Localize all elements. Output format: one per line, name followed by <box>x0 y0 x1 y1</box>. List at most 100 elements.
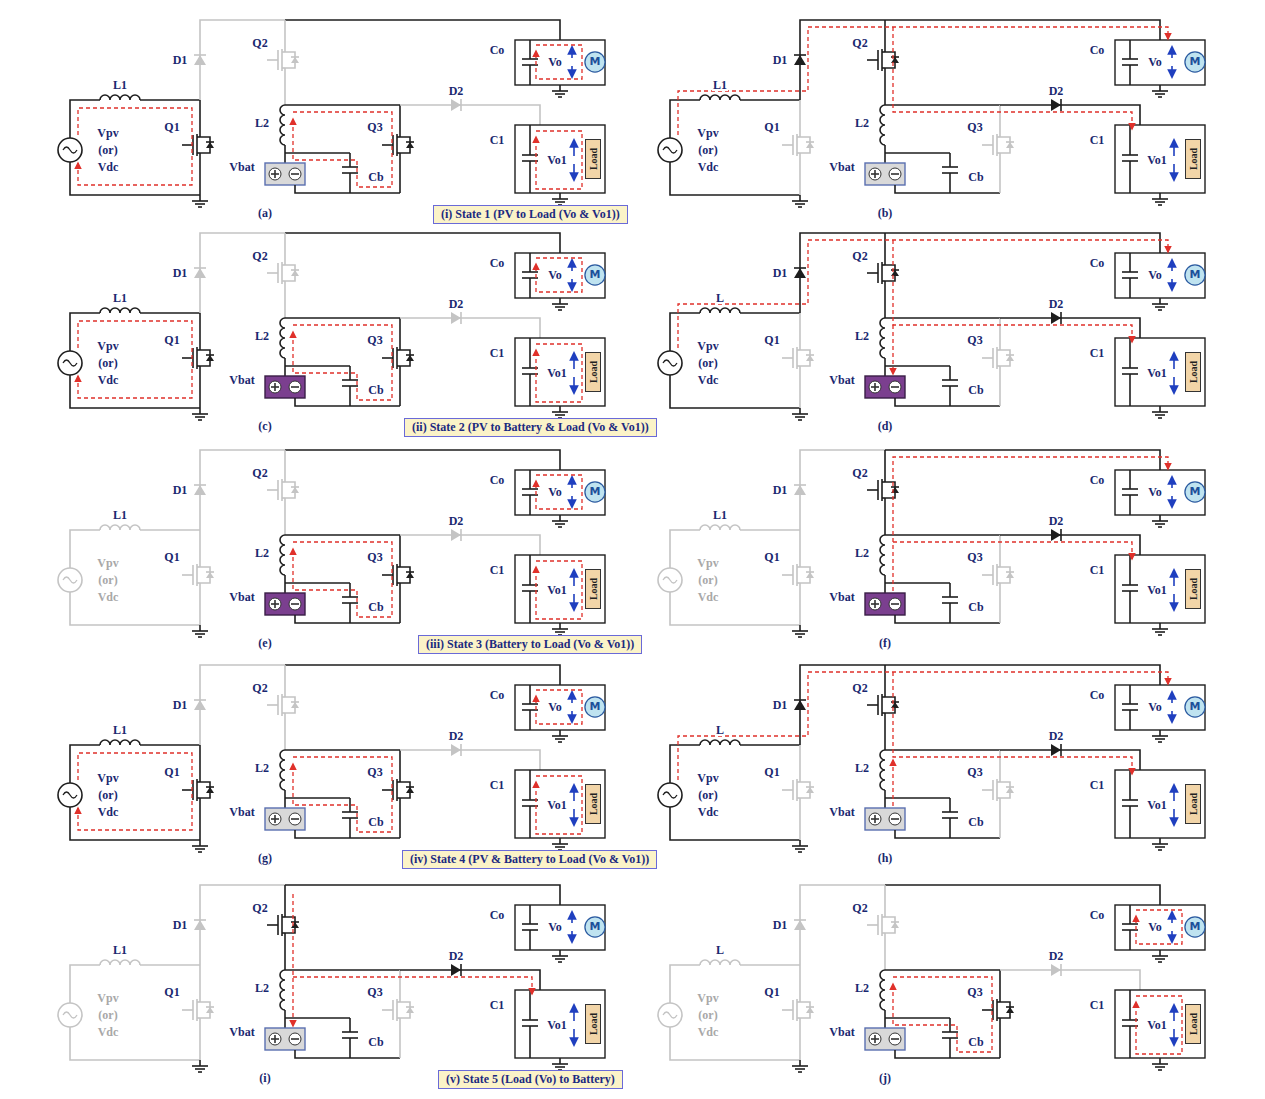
diode-symbol <box>794 268 806 278</box>
diode-bar <box>194 484 206 486</box>
component-label: D1 <box>772 919 789 931</box>
wire <box>140 744 200 746</box>
ground-symbol <box>199 625 201 631</box>
state-caption: (v) State 5 (Load (Vo) to Battery) <box>438 1070 623 1089</box>
ground-symbol <box>552 411 568 413</box>
capacitor-lead <box>529 806 531 838</box>
component-label: Q1 <box>163 986 180 998</box>
output-box <box>1115 905 1205 950</box>
component-label: Co <box>1089 909 1106 921</box>
battery-label: Vbat <box>228 1026 255 1038</box>
wire <box>885 1017 950 1019</box>
mosfet-drain <box>397 349 400 351</box>
mosfet-drain <box>397 781 400 783</box>
wire <box>885 665 1160 685</box>
mosfet-source <box>397 582 400 584</box>
output-box <box>1115 338 1205 406</box>
capacitor-plate <box>1122 488 1138 490</box>
source-label: (or) <box>697 789 718 801</box>
body-diode <box>206 572 214 578</box>
component-label: L1 <box>112 292 128 304</box>
motor-text: M <box>1184 481 1206 503</box>
battery-terminal <box>869 168 881 180</box>
ground-symbol <box>552 843 568 845</box>
source-wave <box>63 792 77 798</box>
load-box: Load <box>1185 569 1201 609</box>
battery-terminal <box>269 168 281 180</box>
ground-symbol <box>558 961 562 963</box>
capacitor-lead <box>349 1018 351 1032</box>
capacitor-plate <box>942 1031 958 1033</box>
source-label: Vpv <box>696 772 719 784</box>
source-symbol <box>658 783 682 807</box>
component-label: Q2 <box>851 37 868 49</box>
wire <box>800 665 885 745</box>
wire <box>199 366 201 408</box>
mosfet-gate-lead <box>267 704 278 706</box>
component-label: Q3 <box>366 121 383 133</box>
output-box <box>1115 40 1205 85</box>
component-label: Q3 <box>966 766 983 778</box>
battery-symbol <box>265 1028 305 1050</box>
voltage-arrow <box>1173 785 1175 801</box>
capacitor-lead <box>349 798 351 812</box>
wire <box>885 969 1000 971</box>
ground-symbol <box>1155 631 1165 633</box>
ground-symbol <box>1158 309 1162 311</box>
mosfet-drain <box>797 566 800 568</box>
component-label: D1 <box>172 484 189 496</box>
battery-terminal <box>289 1033 301 1045</box>
voltage-arrow <box>573 140 575 156</box>
wire <box>799 583 801 625</box>
body-diode <box>406 355 414 361</box>
wire <box>70 592 200 625</box>
ground-symbol <box>1158 96 1162 98</box>
wire <box>284 450 286 482</box>
wire <box>800 233 885 313</box>
mosfet-drain <box>397 136 400 138</box>
battery-label: Vbat <box>828 1026 855 1038</box>
load-text: Load <box>1188 793 1199 815</box>
capacitor-lead <box>529 253 531 272</box>
component-label: D2 <box>448 298 465 310</box>
inductor-symbol <box>280 105 285 145</box>
component-label: Cb <box>367 384 384 396</box>
body-diode <box>206 787 214 793</box>
voltage-label: Vo <box>1147 921 1163 933</box>
diode-symbol <box>451 964 461 976</box>
capacitor-lead <box>529 374 531 406</box>
capacitor-lead <box>1129 161 1131 193</box>
diode-bar <box>794 54 806 56</box>
ground-symbol <box>1159 623 1161 629</box>
wire <box>284 665 286 697</box>
capacitor-lead <box>949 366 951 380</box>
component-label: Q3 <box>366 766 383 778</box>
load-box: Load <box>585 784 601 824</box>
capacitor-lead <box>949 153 951 167</box>
ground-symbol <box>1158 961 1162 963</box>
body-diode-bar <box>206 1006 214 1008</box>
capacitor-lead <box>349 366 351 380</box>
body-diode <box>291 487 299 493</box>
output-box <box>1115 990 1205 1058</box>
wire <box>740 964 800 966</box>
voltage-arrow <box>573 377 575 393</box>
motor-circle: M <box>584 916 606 938</box>
ground-symbol <box>559 406 561 412</box>
component-label: Cb <box>967 601 984 613</box>
component-label: D1 <box>172 54 189 66</box>
mosfet-drain <box>882 481 885 483</box>
component-label: Q1 <box>763 766 780 778</box>
battery-symbol <box>265 593 305 615</box>
mosfet-drain <box>197 136 200 138</box>
body-diode <box>206 142 214 148</box>
ground-symbol <box>1155 306 1165 308</box>
ground-symbol <box>195 633 205 635</box>
battery-terminal <box>269 381 281 393</box>
source-symbol <box>58 351 82 375</box>
source-label: Vpv <box>96 772 119 784</box>
output-box <box>1115 770 1205 838</box>
battery-terminal <box>869 813 881 825</box>
ground-symbol <box>1159 950 1161 956</box>
capacitor-lead <box>349 386 351 406</box>
